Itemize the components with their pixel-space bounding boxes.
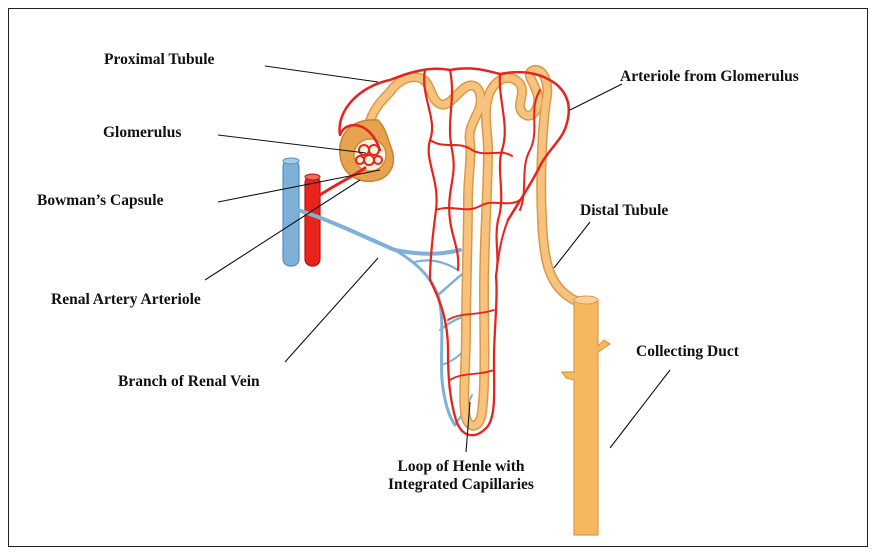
label-collecting-duct: Collecting Duct [636,343,739,361]
label-branch-of-renal-vein: Branch of Renal Vein [118,373,260,391]
label-renal-artery-arteriole: Renal Artery Arteriole [51,291,201,309]
label-loop-of-henle-line1: Loop of Henle with [356,458,566,476]
leader-lines [205,66,670,452]
leader-distal-tubule [554,222,590,268]
leader-proximal-tubule [265,66,378,82]
renal-artery-vessel [305,174,320,266]
collecting-duct-shape [562,296,610,535]
label-loop-of-henle-line2: Integrated Capillaries [356,476,566,494]
leader-arteriole-from-glomerulus [570,84,622,110]
nephron-tubule [368,70,586,426]
renal-vein-vessel [283,158,299,266]
leader-collecting-duct [610,370,670,448]
label-arteriole-from-glomerulus: Arteriole from Glomerulus [620,68,799,86]
label-glomerulus: Glomerulus [103,124,181,142]
label-distal-tubule: Distal Tubule [580,202,668,220]
label-loop-of-henle: Loop of Henle with Integrated Capillarie… [356,458,566,494]
label-proximal-tubule: Proximal Tubule [104,51,214,69]
leader-branch-of-renal-vein [285,258,378,362]
label-bowmans-capsule: Bowman’s Capsule [37,192,163,210]
